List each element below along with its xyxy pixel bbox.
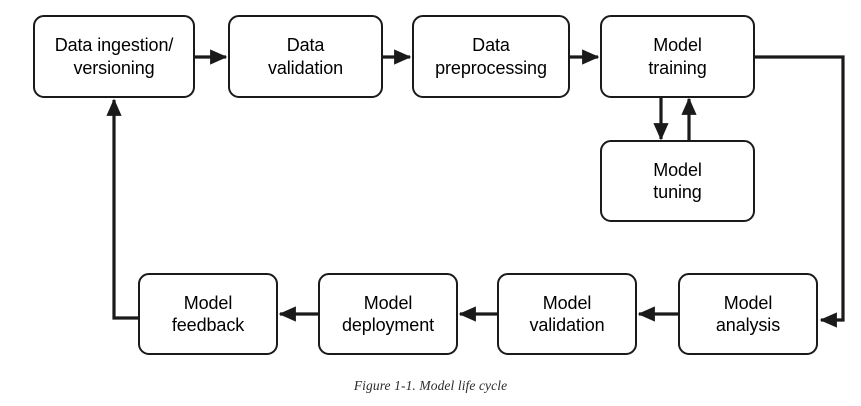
figure-caption: Figure 1-1. Model life cycle <box>353 378 508 393</box>
node-model-analysis[interactable]: Model analysis <box>678 273 818 355</box>
edge-feedback-to-ingestion <box>106 98 138 320</box>
node-data-validation[interactable]: Data validation <box>228 15 383 98</box>
node-data-preprocessing[interactable]: Data preprocessing <box>412 15 570 98</box>
node-model-feedback[interactable]: Model feedback <box>138 273 278 355</box>
edge-training-to-analysis <box>755 55 845 328</box>
node-model-deployment[interactable]: Model deployment <box>318 273 458 355</box>
node-model-training[interactable]: Model training <box>600 15 755 98</box>
node-model-validation[interactable]: Model validation <box>497 273 637 355</box>
node-model-tuning[interactable]: Model tuning <box>600 140 755 222</box>
node-data-ingestion-versioning[interactable]: Data ingestion/ versioning <box>33 15 195 98</box>
